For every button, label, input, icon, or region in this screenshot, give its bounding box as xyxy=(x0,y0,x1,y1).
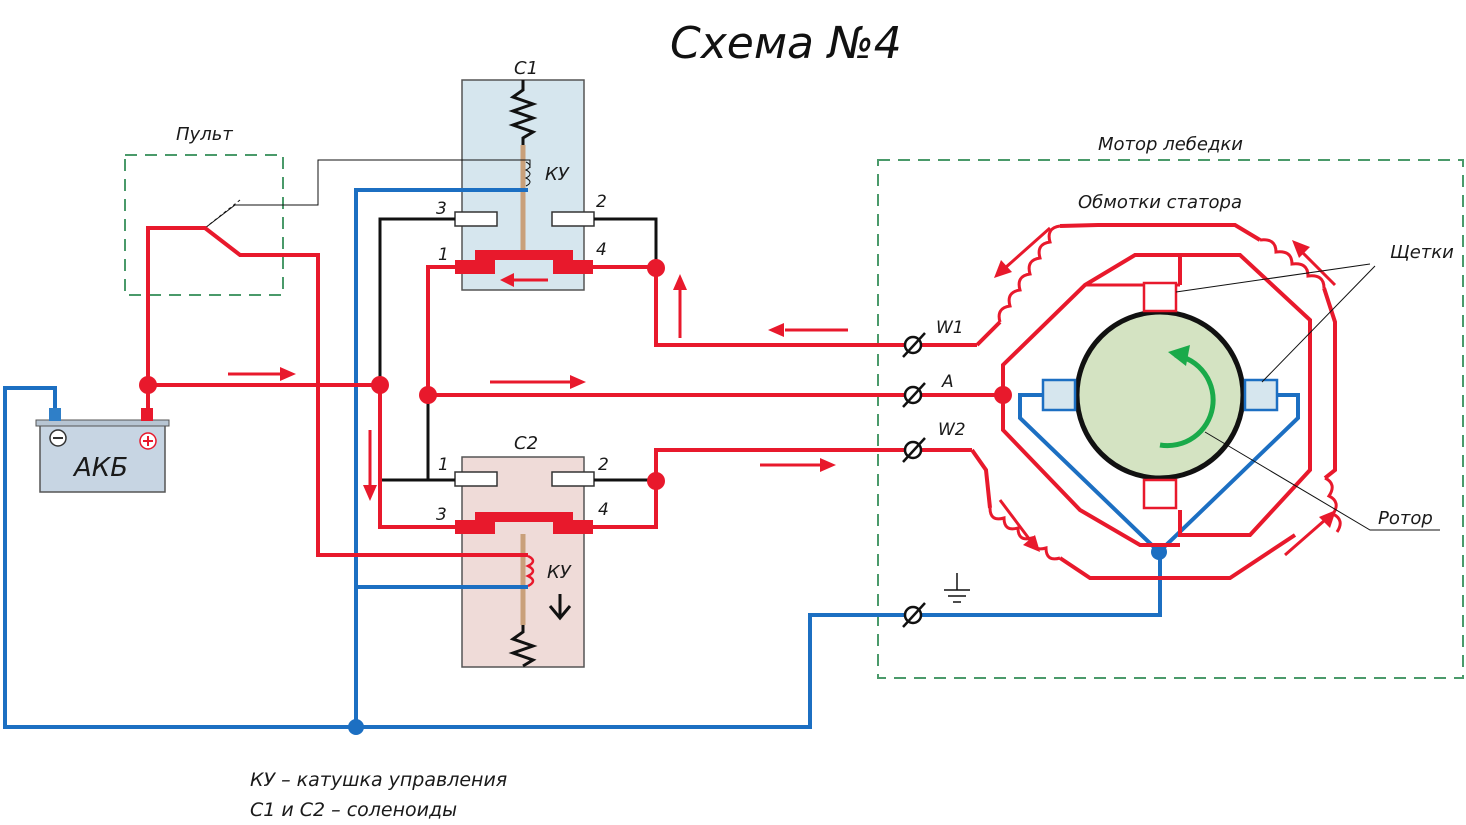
c2-terminal-1 xyxy=(454,471,498,487)
stator-windings xyxy=(970,223,1342,580)
terminal-w2-label: W2 xyxy=(938,420,966,440)
c1-wire-2-4 xyxy=(594,217,658,268)
red-wire-w2 xyxy=(593,448,972,529)
solenoid-c1-label: С1 xyxy=(514,58,538,79)
stator-flow-arrows xyxy=(994,226,1337,557)
rotor-pointer xyxy=(1204,431,1440,531)
c2-plunger-down-arrow xyxy=(548,594,572,621)
solenoid-c1-coil-label: КУ xyxy=(545,164,570,185)
c1-contact-1 xyxy=(455,260,495,274)
ground-icon xyxy=(944,573,970,603)
brushes-pointer-1 xyxy=(1175,263,1371,293)
brush-bottom xyxy=(1142,478,1178,510)
rotation-arc-icon xyxy=(1159,352,1216,449)
c1-pin-2-label: 2 xyxy=(596,192,607,212)
c2-pin-4-label: 4 xyxy=(598,500,609,520)
ground-wire-c1-coil xyxy=(354,188,528,727)
remote-switch-dashed xyxy=(204,199,241,229)
positive-junction-1 xyxy=(139,376,157,394)
diagram-title: Схема №4 xyxy=(670,18,902,69)
c1-junction xyxy=(647,259,665,277)
positive-junction-3 xyxy=(419,386,437,404)
rotor-body xyxy=(1074,309,1246,481)
brush-ground-wires xyxy=(1018,393,1300,555)
positive-junction-2 xyxy=(371,376,389,394)
c1-pin-1-label: 1 xyxy=(438,245,449,265)
remote-control-line-1 xyxy=(204,159,531,229)
brushes-pointer-2 xyxy=(1261,265,1376,383)
battery-positive-terminal xyxy=(141,408,153,421)
c1-terminal-2 xyxy=(551,211,595,227)
solenoid-c2-spring xyxy=(508,625,538,668)
remote-positive-wire xyxy=(146,226,528,557)
red-wire-w1 xyxy=(593,265,977,347)
solenoid-c1-spring xyxy=(508,80,538,145)
c1-flow-arrow xyxy=(500,273,514,287)
battery-label: АКБ xyxy=(72,453,128,483)
brush-top xyxy=(1142,281,1178,313)
flow-arrows xyxy=(228,274,848,501)
legend-line-2: С1 и С2 – соленоиды xyxy=(250,799,457,821)
terminal-a-label: A xyxy=(941,372,954,392)
solenoid-c2-label: С2 xyxy=(514,433,538,454)
legend-line-1: КУ – катушка управления xyxy=(250,769,507,791)
brush-left xyxy=(1041,378,1077,412)
c1-pin-4-label: 4 xyxy=(596,240,607,260)
rotation-arrow-head-icon xyxy=(1168,345,1190,366)
c1-contact-4 xyxy=(553,260,593,274)
c1-terminal-3 xyxy=(454,211,498,227)
c1-contact-bar xyxy=(475,250,573,260)
battery-top xyxy=(35,419,170,427)
rotor-label: Ротор xyxy=(1378,508,1433,529)
stator-label: Обмотки статора xyxy=(1078,192,1242,213)
control-wire-left xyxy=(378,217,455,482)
terminal-w1-label: W1 xyxy=(936,318,964,338)
battery-negative-terminal xyxy=(49,408,61,421)
c2-pin-1-label: 1 xyxy=(438,455,449,475)
c2-pin-3-label: 3 xyxy=(436,505,447,525)
c2-pin-2-label: 2 xyxy=(598,455,609,475)
ground-wire-main xyxy=(3,386,1162,729)
ground-junction xyxy=(348,719,364,735)
c1-pin-3-label: 3 xyxy=(436,199,447,219)
c2-junction xyxy=(647,472,665,490)
brushes-label: Щетки xyxy=(1390,242,1454,263)
c2-contact-4 xyxy=(553,520,593,534)
c2-contact-bar xyxy=(475,512,573,522)
remote-label: Пульт xyxy=(176,124,233,145)
red-wire-c2-3 xyxy=(378,385,455,529)
red-wire-a xyxy=(426,265,1003,397)
c2-contact-3 xyxy=(455,520,495,534)
motor-label: Мотор лебедки xyxy=(1098,134,1243,155)
c2-terminal-2 xyxy=(551,471,595,487)
brush-right xyxy=(1243,378,1279,412)
motor-frame xyxy=(877,159,1464,679)
motor-terminals xyxy=(902,332,926,628)
battery-plus-glyph xyxy=(143,436,153,446)
solenoid-c2-coil-label: КУ xyxy=(547,562,572,583)
remote-frame xyxy=(124,154,284,296)
solenoid-c2-coil xyxy=(525,554,535,588)
